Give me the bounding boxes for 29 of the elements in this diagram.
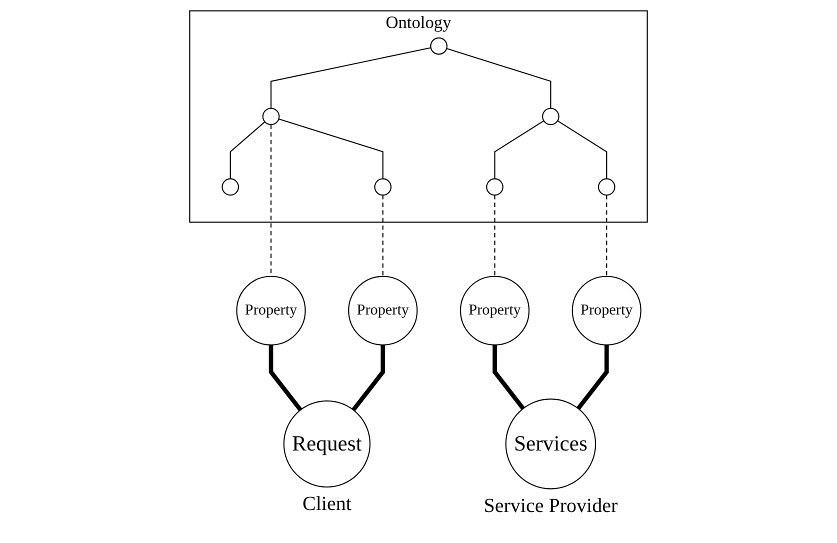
node-caption: Client	[302, 493, 352, 515]
line	[278, 118, 384, 179]
line	[230, 121, 266, 179]
line	[270, 47, 431, 108]
line	[494, 120, 544, 179]
thick-line	[576, 344, 609, 410]
line	[446, 48, 552, 108]
node-caption: Service Provider	[484, 494, 618, 517]
circle-node: Property	[348, 276, 418, 346]
empty-circle-node	[262, 108, 280, 126]
line	[557, 120, 608, 179]
thick-line	[352, 344, 386, 412]
thick-line	[492, 344, 525, 410]
circle-node: Property	[236, 276, 306, 346]
ontology-box: Ontology	[189, 10, 648, 223]
empty-circle-node	[430, 37, 448, 55]
circle-node: Services	[505, 398, 596, 490]
empty-circle-node	[374, 178, 392, 196]
dashed-line	[494, 195, 496, 276]
empty-circle-node	[222, 178, 240, 196]
circle-node: Request	[283, 400, 371, 488]
thick-line	[268, 344, 302, 412]
dashed-line	[606, 195, 608, 276]
circle-node: Property	[572, 276, 642, 346]
empty-circle-node	[486, 178, 504, 196]
empty-circle-node	[598, 178, 616, 196]
empty-circle-node	[542, 108, 560, 126]
dashed-line	[382, 195, 384, 276]
circle-node: Property	[460, 276, 530, 346]
